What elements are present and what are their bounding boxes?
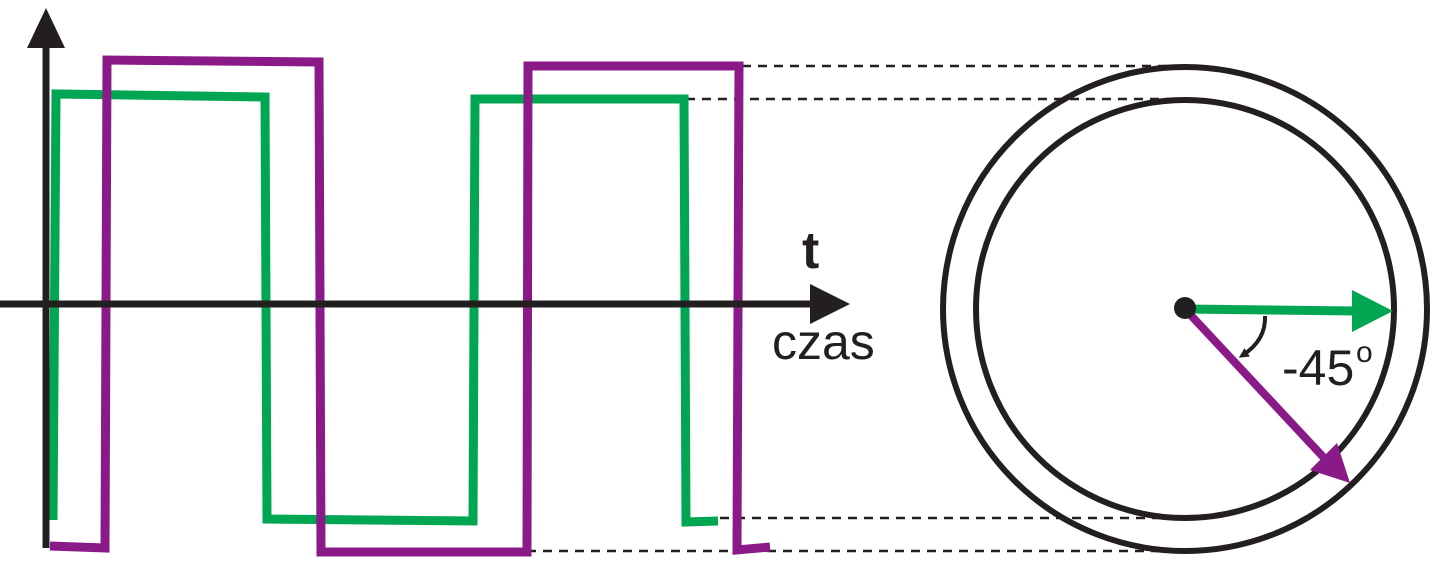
time-word-label: czas: [772, 314, 875, 370]
phasor-origin: [1174, 297, 1196, 319]
inner-circle: [973, 97, 1397, 521]
angle-arc: [1238, 315, 1268, 358]
vertical-axis: [27, 8, 65, 548]
angle-label: -45: [1282, 340, 1354, 396]
outer-circle: [940, 64, 1430, 554]
time-axis-arrow-icon: [810, 284, 850, 324]
degree-symbol: o: [1356, 336, 1373, 369]
time-symbol-label: t: [802, 222, 819, 280]
purple-phasor: [1182, 306, 1350, 483]
purple-phasor-arrow-icon: [1310, 443, 1350, 483]
green-phasor: [1184, 290, 1393, 332]
time-axis: [0, 284, 850, 324]
green-square-wave: [48, 89, 719, 527]
guide-lines: [527, 64, 1192, 553]
green-phasor-arrow-icon: [1352, 290, 1393, 332]
vertical-axis-arrow-icon: [27, 8, 65, 48]
